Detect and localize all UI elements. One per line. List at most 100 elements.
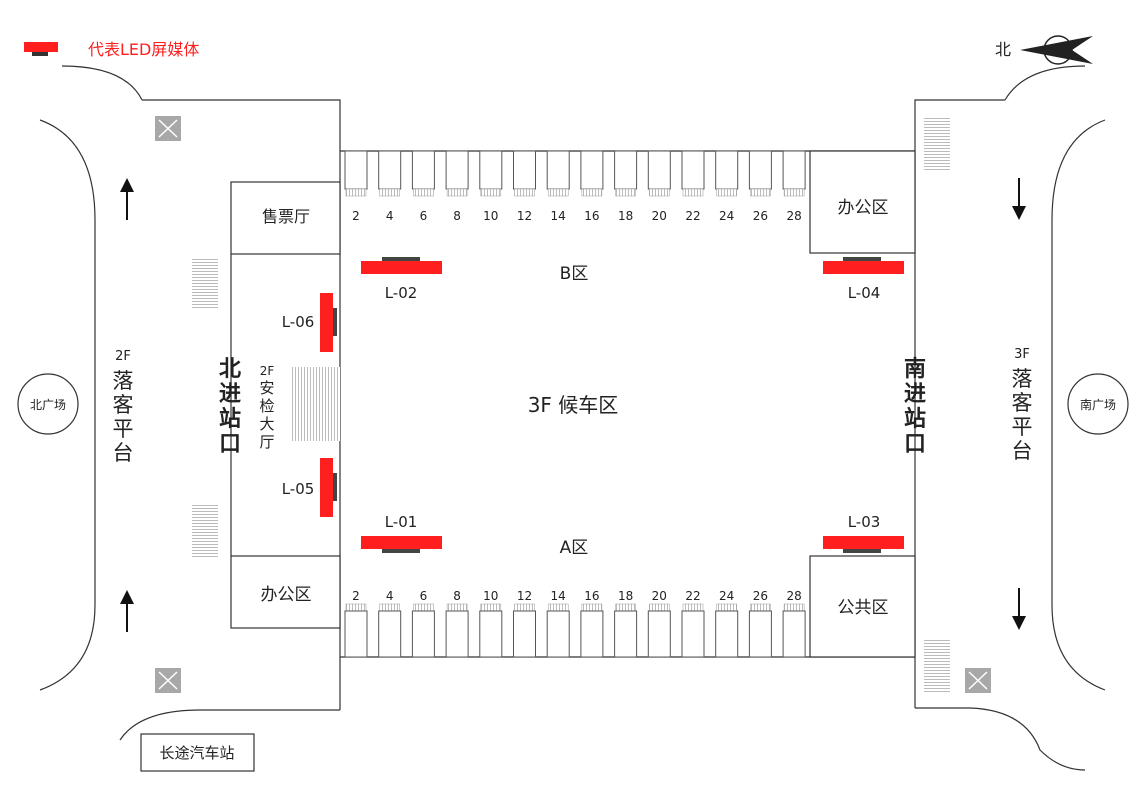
led-screen-bar xyxy=(320,458,333,517)
gate-number: 2 xyxy=(352,209,360,223)
west-platform-char: 平 xyxy=(113,417,134,441)
west-platform-char: 客 xyxy=(113,393,134,417)
gate-number: 18 xyxy=(618,589,633,603)
east-platform: 3F 落 客 平 台 xyxy=(1012,347,1033,463)
waiting-area-label: 3F 候车区 xyxy=(528,393,619,417)
gate: 2 xyxy=(344,150,368,223)
led-screen-l04: L-04 xyxy=(823,257,904,302)
traffic-arrows xyxy=(120,178,1026,632)
gate-number: 10 xyxy=(483,209,498,223)
gate: 14 xyxy=(546,589,570,658)
arrow-down-icon xyxy=(1012,178,1026,220)
east-platform-char: 平 xyxy=(1012,415,1033,439)
gate-number: 22 xyxy=(685,209,700,223)
gate-number: 24 xyxy=(719,589,734,603)
gate: 8 xyxy=(445,589,469,658)
led-screen-label: L-03 xyxy=(848,513,881,531)
office-ne-label: 办公区 xyxy=(838,198,889,218)
east-platform-floor: 3F xyxy=(1014,347,1030,362)
led-screen-label: L-02 xyxy=(385,284,418,302)
north-square: 北广场 xyxy=(17,373,79,435)
led-screen-l01: L-01 xyxy=(361,513,442,553)
gate: 16 xyxy=(580,150,604,223)
zone-a-label: A区 xyxy=(560,538,589,558)
north-entrance-char: 站 xyxy=(219,407,241,432)
gate: 4 xyxy=(378,589,402,658)
gate: 22 xyxy=(681,589,705,658)
gate: 20 xyxy=(647,150,671,223)
room-office-ne: 办公区 xyxy=(809,150,916,254)
gate: 6 xyxy=(411,589,435,658)
gate: 12 xyxy=(513,589,536,658)
gate-number: 6 xyxy=(420,209,428,223)
bus-station-label: 长途汽车站 xyxy=(159,744,234,762)
gate: 6 xyxy=(411,150,435,223)
gate: 26 xyxy=(748,589,772,658)
gate-number: 26 xyxy=(753,589,768,603)
gate: 28 xyxy=(782,150,806,223)
security-hall-char: 厅 xyxy=(259,433,274,451)
led-screen-l02: L-02 xyxy=(361,257,442,302)
south-entrance-char: 进 xyxy=(904,382,926,407)
gate: 10 xyxy=(479,589,503,658)
led-screen-bar xyxy=(361,261,442,274)
gate-number: 12 xyxy=(517,589,532,603)
security-hall-char: 检 xyxy=(259,397,274,415)
gate-number: 20 xyxy=(652,589,667,603)
led-screen-label: L-01 xyxy=(385,513,418,531)
south-entrance-char: 口 xyxy=(904,432,926,457)
elevator-icon xyxy=(155,668,181,693)
led-screen-l03: L-03 xyxy=(823,513,904,553)
gate-number: 20 xyxy=(652,209,667,223)
compass-label: 北 xyxy=(995,40,1011,59)
gate: 28 xyxy=(782,589,806,658)
gate-number: 8 xyxy=(453,589,461,603)
gate: 2 xyxy=(344,589,368,658)
south-entrance-char: 站 xyxy=(904,407,926,432)
led-screen-l05: L-05 xyxy=(282,458,337,517)
compass: 北 xyxy=(995,35,1093,65)
east-platform-char: 台 xyxy=(1012,439,1033,463)
led-screen-bar xyxy=(823,261,904,274)
gate-number: 22 xyxy=(685,589,700,603)
legend: 代表LED屏媒体 xyxy=(24,40,199,59)
arrow-up-icon xyxy=(120,590,134,632)
gate: 12 xyxy=(513,150,536,223)
north-entrance-char: 进 xyxy=(219,382,241,407)
gate: 18 xyxy=(614,589,638,658)
security-hall-floor: 2F xyxy=(260,364,275,378)
zone-b-label: B区 xyxy=(560,264,589,284)
gate: 18 xyxy=(614,150,638,223)
roads xyxy=(39,65,1106,771)
elevator-boxes xyxy=(155,116,991,693)
led-screen-bar xyxy=(823,536,904,549)
west-platform: 2F 落 客 平 台 xyxy=(113,349,134,465)
gate-number: 18 xyxy=(618,209,633,223)
legend-led-swatch xyxy=(24,42,58,52)
gate: 14 xyxy=(546,150,570,223)
bus-station: 长途汽车站 xyxy=(140,733,255,772)
security-hall: 2F 安 检 大 厅 xyxy=(259,364,274,451)
gate-number: 4 xyxy=(386,209,394,223)
room-ticket-hall: 售票厅 xyxy=(230,181,341,255)
gate-number: 28 xyxy=(786,589,801,603)
led-screen-l06: L-06 xyxy=(282,293,337,352)
led-screen-label: L-05 xyxy=(282,480,315,498)
west-platform-floor: 2F xyxy=(115,349,131,364)
gate-number: 16 xyxy=(584,589,599,603)
east-platform-char: 客 xyxy=(1012,391,1033,415)
gate-number: 2 xyxy=(352,589,360,603)
security-hall-char: 大 xyxy=(259,415,274,433)
gate-number: 12 xyxy=(517,209,532,223)
elevator-icon xyxy=(155,116,181,141)
gate: 20 xyxy=(647,589,671,658)
stairs xyxy=(192,118,950,692)
room-public-se: 公共区 xyxy=(809,555,916,658)
gate-number: 16 xyxy=(584,209,599,223)
led-screen-label: L-04 xyxy=(848,284,881,302)
gate: 8 xyxy=(445,150,469,223)
gate: 16 xyxy=(580,589,604,658)
